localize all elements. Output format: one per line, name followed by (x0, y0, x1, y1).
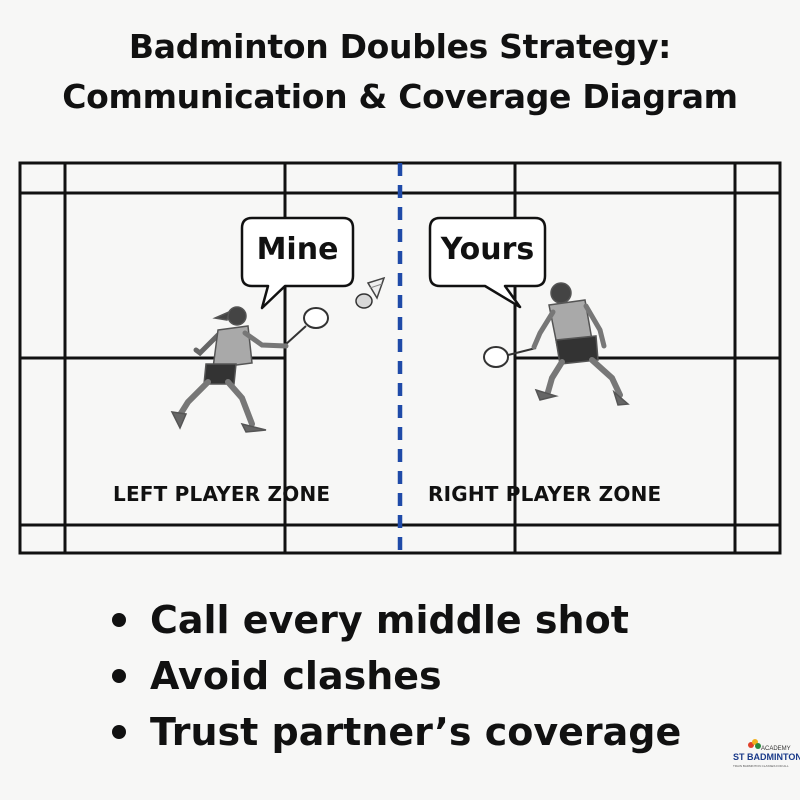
bullet-icon (112, 725, 126, 739)
tip-item: Call every middle shot (112, 592, 681, 648)
tip-text: Call every middle shot (150, 598, 629, 642)
logo-line-1: ACADEMY (761, 746, 791, 752)
left-player-figure (170, 306, 329, 433)
tips-list: Call every middle shot Avoid clashes Tru… (112, 592, 681, 760)
speech-bubble-right (428, 216, 547, 309)
tip-text: Trust partner’s coverage (150, 710, 682, 754)
tip-text: Avoid clashes (150, 654, 442, 698)
diagram-title: Badminton Doubles Strategy: Communicatio… (0, 22, 800, 122)
speech-bubble-left (240, 216, 355, 310)
title-line-2: Communication & Coverage Diagram (62, 77, 738, 116)
bullet-icon (112, 613, 126, 627)
shuttlecock-icon (355, 276, 386, 309)
right-zone-label: RIGHT PLAYER ZONE (428, 482, 662, 506)
tip-item: Trust partner’s coverage (112, 704, 681, 760)
logo-mark-icon (748, 739, 761, 749)
logo-line-3: TRAIN BADMINTON CLASSES FOR ALL (733, 764, 789, 768)
right-player-figure (483, 282, 630, 406)
tip-item: Avoid clashes (112, 648, 681, 704)
academy-logo: ACADEMY ST BADMINTON TRAIN BADMINTON CLA… (733, 738, 800, 774)
left-zone-label: LEFT PLAYER ZONE (113, 482, 331, 506)
title-line-1: Badminton Doubles Strategy: (128, 27, 672, 66)
speech-bubble-right-text: Yours (440, 232, 535, 267)
speech-bubble-left-text: Mine (256, 232, 339, 267)
logo-line-2: ST BADMINTON (733, 752, 800, 762)
bullet-icon (112, 669, 126, 683)
